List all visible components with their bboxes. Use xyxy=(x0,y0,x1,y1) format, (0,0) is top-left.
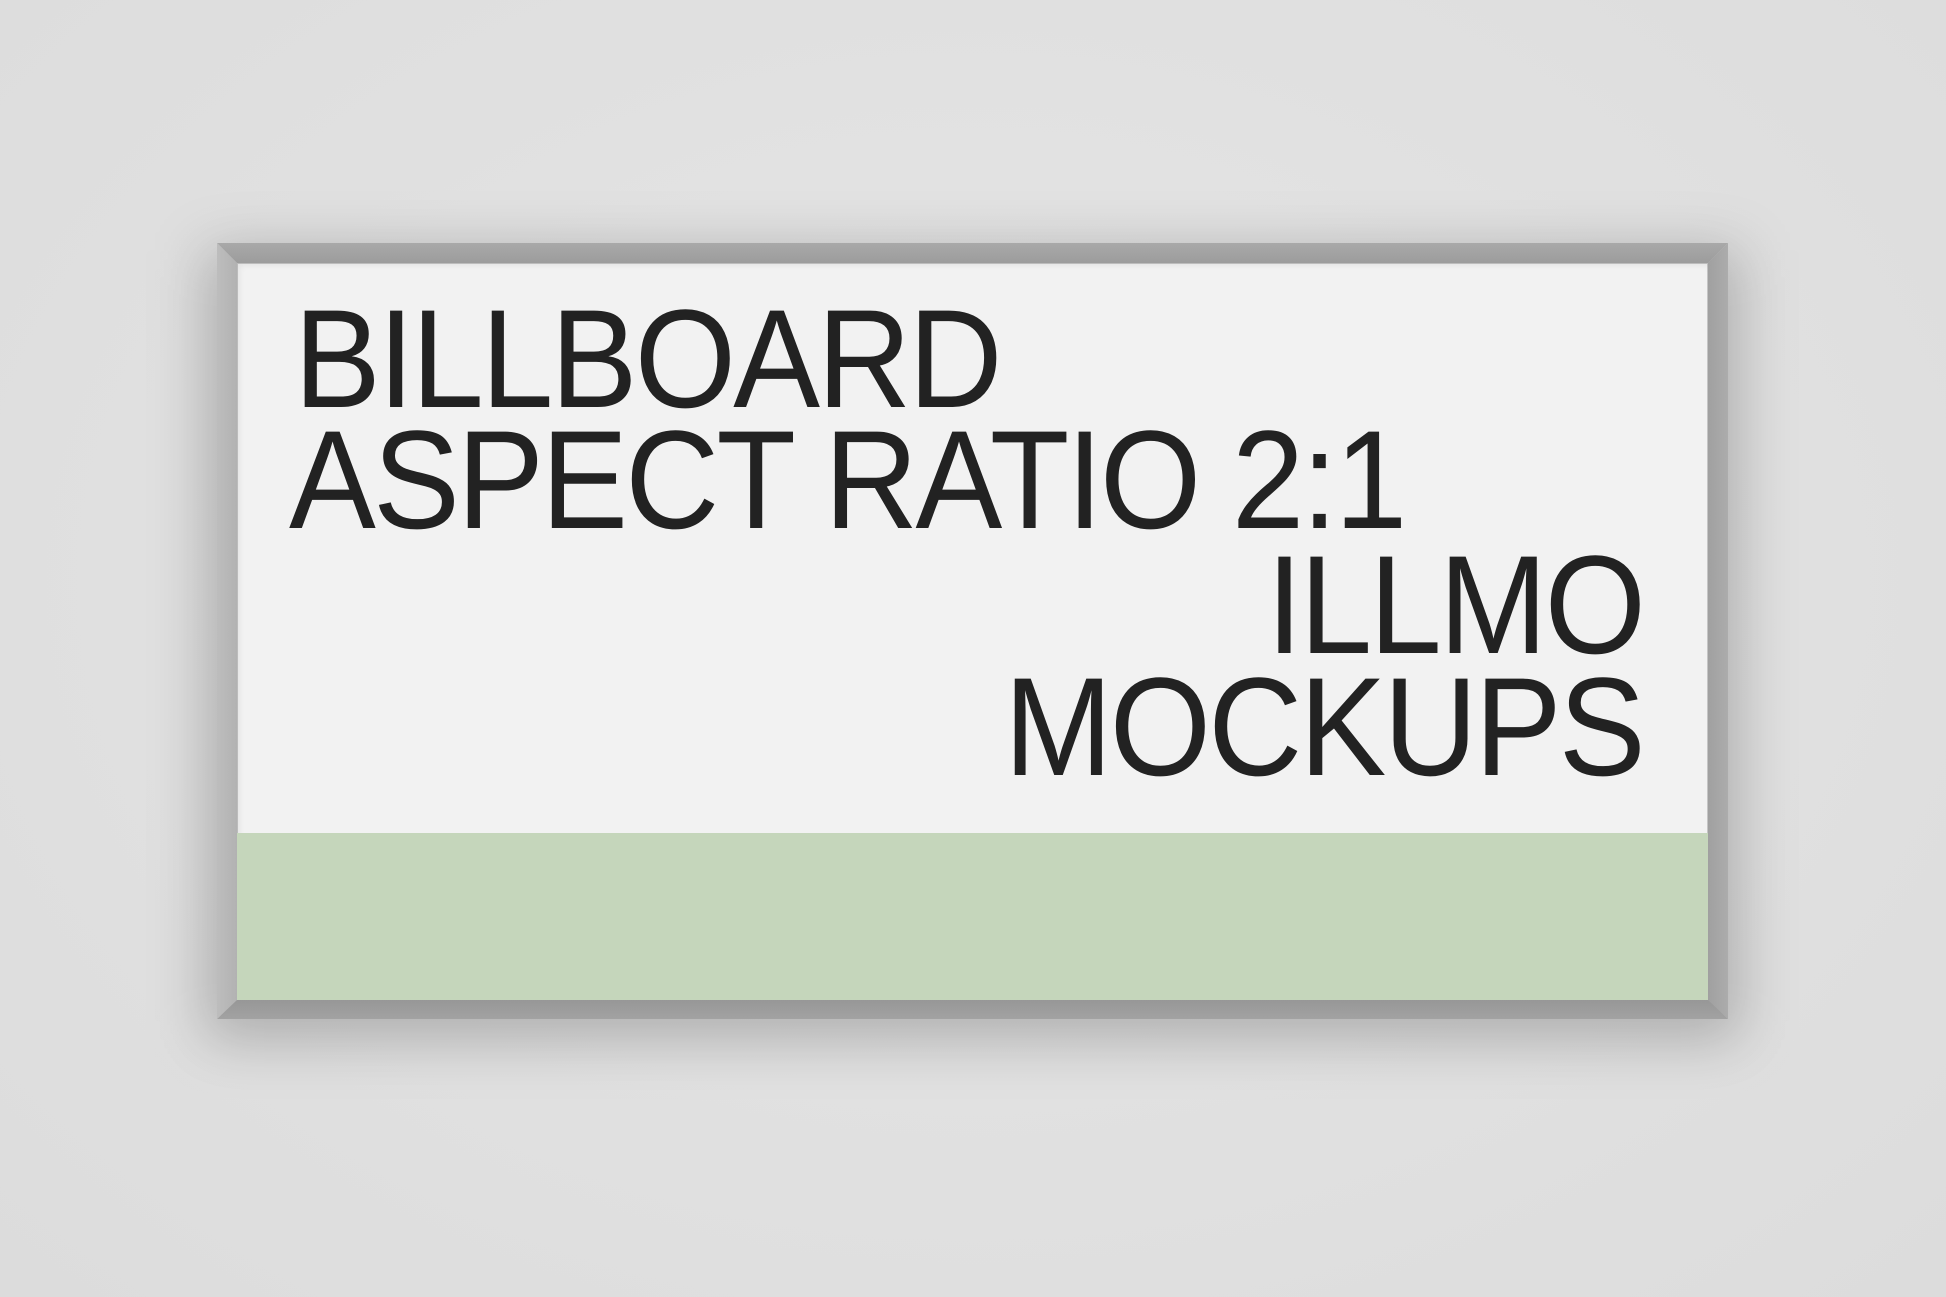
billboard-frame xyxy=(217,243,1728,1019)
headline-line-4: MOCKUPS xyxy=(1004,648,1646,805)
frame-left-edge xyxy=(217,243,237,1019)
headline-line-3: ILLMO xyxy=(1266,526,1646,683)
frame-top-edge xyxy=(217,243,1728,263)
billboard-poster: BILLBOARD ASPECT RATIO 2:1 ILLMO MOCKUPS xyxy=(237,263,1708,1000)
headline-line-1: BILLBOARD xyxy=(294,280,1003,437)
headline-line-2: ASPECT RATIO 2:1 xyxy=(289,401,1407,558)
frame-bottom-edge xyxy=(217,1000,1728,1019)
frame-right-edge xyxy=(1708,243,1728,1019)
accent-color-band xyxy=(237,833,1708,1000)
